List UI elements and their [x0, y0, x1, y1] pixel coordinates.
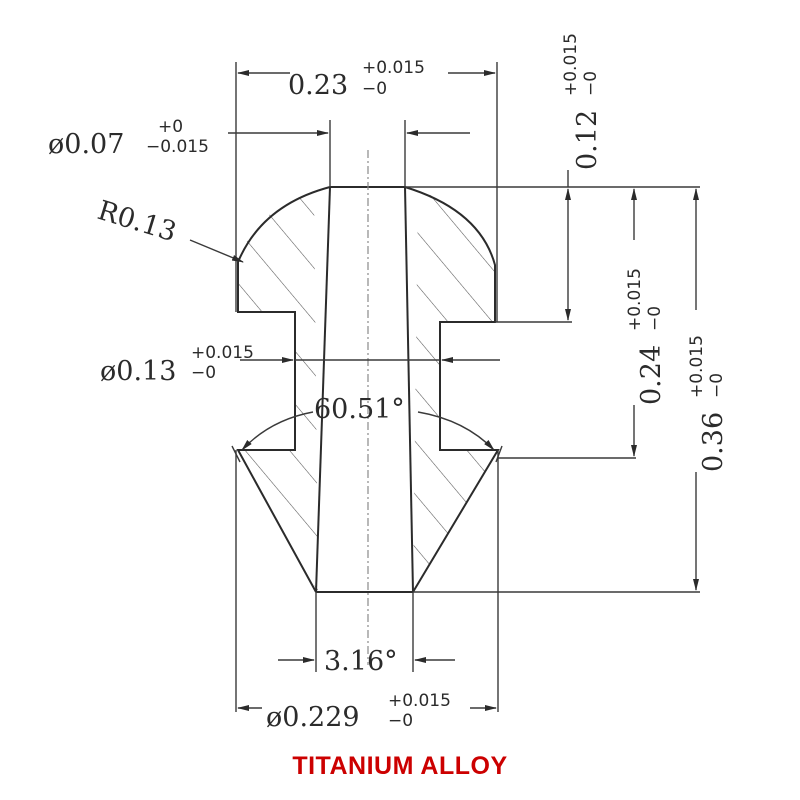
bore-right-wall — [404, 186, 414, 593]
mid-height-tol-lower: −0 — [645, 306, 665, 331]
part-cross-section — [236, 150, 500, 665]
bore-dia-tol-upper: +0 — [158, 117, 183, 137]
neck-dia-tol-lower: −0 — [191, 363, 216, 383]
dim-head-height: 0.12 +0.015 −0 — [561, 33, 603, 321]
extension-lines — [235, 62, 700, 712]
bore-dia-tol-lower: −0.015 — [146, 137, 209, 157]
angle-label: 60.51° — [314, 394, 405, 425]
base-dia-label: ø0.229 — [266, 702, 360, 733]
total-height-tol-upper: +0.015 — [687, 335, 707, 398]
right-outline — [404, 186, 500, 593]
taper-label: 3.16° — [324, 646, 398, 677]
total-height-tol-lower: −0 — [707, 373, 727, 398]
dim-taper-angle: 3.16° — [278, 646, 455, 677]
head-height-value: 0.12 — [572, 110, 603, 170]
total-height-value: 0.36 — [698, 412, 729, 472]
top-width-value: 0.23 — [288, 70, 348, 101]
dim-included-angle: 60.51° — [231, 394, 503, 463]
dim-total-height: 0.36 +0.015 −0 — [687, 188, 729, 591]
dim-top-width: 0.23 +0.015 −0 — [237, 58, 496, 101]
neck-dia-tol-upper: +0.015 — [191, 343, 254, 363]
left-dome-section — [238, 187, 330, 592]
top-width-tol-upper: +0.015 — [362, 58, 425, 78]
neck-dia-label: ø0.13 — [100, 356, 176, 387]
bore-dia-prefix: ø0.07 — [48, 129, 124, 160]
dim-base-dia: ø0.229 +0.015 −0 — [237, 691, 497, 733]
mid-height-value: 0.24 — [636, 345, 667, 405]
base-dia-tol-upper: +0.015 — [388, 691, 451, 711]
head-height-tol-lower: −0 — [581, 71, 601, 96]
dim-mid-height: 0.24 +0.015 −0 — [625, 188, 667, 457]
base-dia-tol-lower: −0 — [388, 711, 413, 731]
dim-dome-radius: R0.13 — [94, 195, 244, 263]
head-height-tol-upper: +0.015 — [561, 33, 581, 96]
top-width-tol-lower: −0 — [362, 79, 387, 99]
radius-label: R0.13 — [94, 195, 180, 248]
left-outline — [236, 186, 331, 593]
dim-neck-dia: ø0.13 +0.015 −0 — [100, 343, 500, 387]
material-caption: TITANIUM ALLOY — [292, 752, 508, 780]
mid-height-tol-upper: +0.015 — [625, 268, 645, 331]
bore-left-wall — [315, 186, 331, 593]
dim-bore-top-dia: ø0.07 +0 −0.015 — [48, 117, 470, 160]
right-dome-section — [405, 187, 498, 592]
